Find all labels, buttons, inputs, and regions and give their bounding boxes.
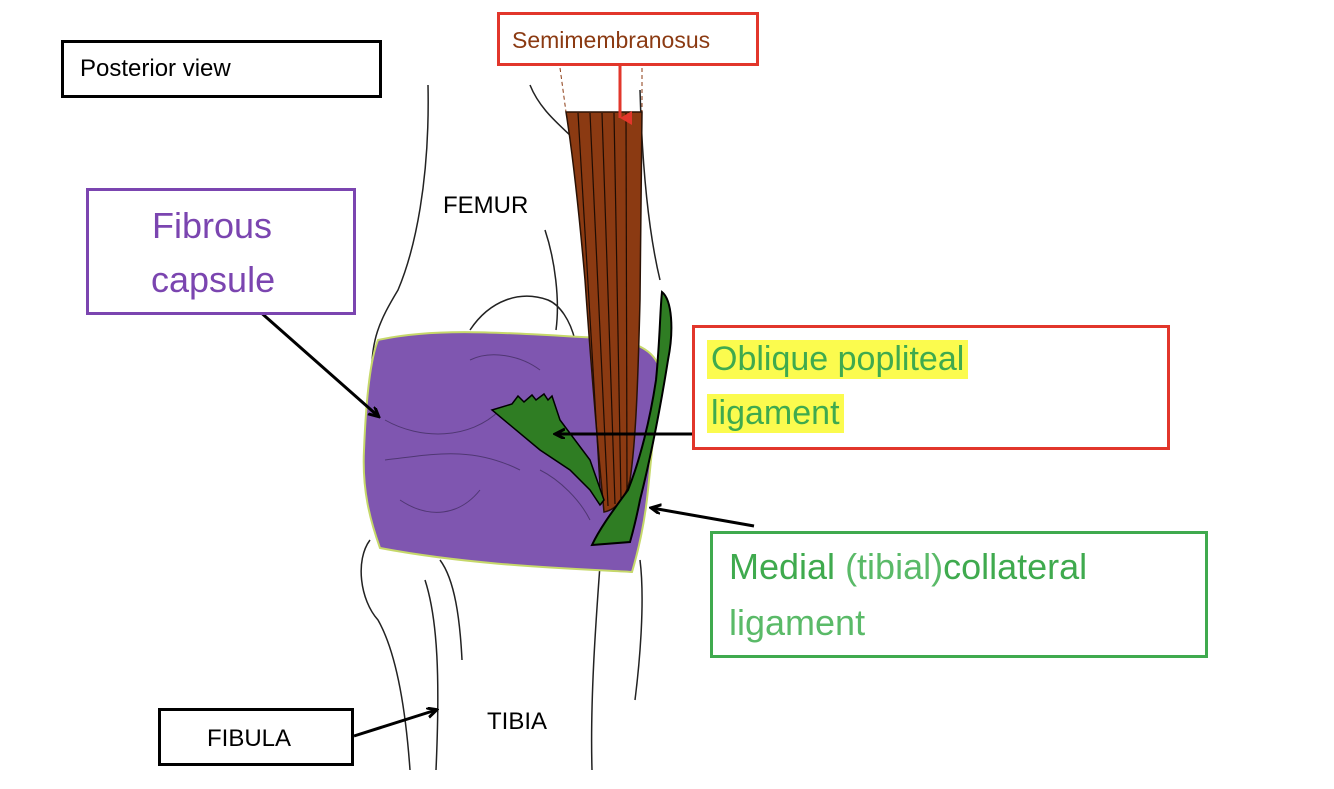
semimembranosus-label: Semimembranosus	[512, 27, 711, 53]
fibula-label: FIBULA	[207, 725, 292, 752]
fibrous-capsule-box: Fibrous capsule	[86, 188, 356, 315]
fibula-arrow-icon	[353, 710, 436, 738]
medial-collateral-label-line1: Medial (tibial)collateral	[729, 546, 1087, 588]
semimembranosus-box: Semimembranosus	[497, 12, 759, 66]
view-label: Posterior view	[80, 55, 231, 82]
medial-word: Medial	[729, 546, 846, 587]
capsule-arrow-icon	[257, 308, 378, 416]
tibia-fibula-outline	[360, 539, 643, 771]
collateral-word: collateral	[943, 546, 1088, 587]
tibial-word: (tibial)	[845, 546, 944, 587]
oblique-popliteal-ligament-shape	[490, 392, 605, 507]
view-label-box: Posterior view	[61, 40, 382, 98]
medial-collateral-box: Medial (tibial)collateral ligament	[710, 531, 1208, 658]
fibula-box: FIBULA	[158, 708, 354, 766]
oblique-popliteal-label-line1: Oblique popliteal	[707, 340, 969, 379]
capsule-contours	[384, 354, 591, 521]
oblique-popliteal-label-line2: ligament	[707, 394, 844, 433]
medial-collateral-ligament-shape	[590, 290, 673, 547]
mcl-arrow-icon	[652, 508, 755, 528]
fibrous-capsule-label-line2: capsule	[151, 259, 276, 300]
femur-label: FEMUR	[443, 192, 529, 219]
fibrous-capsule-label-line1: Fibrous	[152, 205, 273, 246]
oblique-popliteal-box: Oblique popliteal ligament	[692, 325, 1170, 450]
tibia-label: TIBIA	[487, 708, 548, 735]
medial-collateral-label-line2: ligament	[729, 602, 866, 643]
